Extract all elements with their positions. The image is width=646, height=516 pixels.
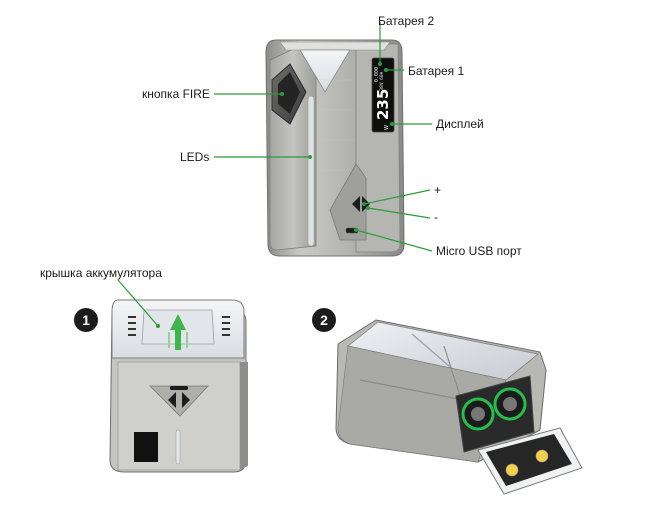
leader-dots [156,62,394,328]
bottom-triangle-panel [329,163,367,241]
display-sub-line-1: 0.000 [374,67,380,82]
plus-button[interactable] [352,196,360,212]
vent-slots-right [222,316,230,336]
cover-led-strip [175,429,181,465]
display-main-value: 235 [374,89,392,120]
display-sub-line-2: 0.38V 60A [379,71,385,96]
label-leds: LEDs [180,150,210,164]
label-display: Дисплей [436,117,484,131]
cover-contact-1 [505,463,519,477]
label-fire-button: кнопка FIRE [142,87,210,101]
slide-up-arrow-icon [168,314,188,350]
leader-lines [117,22,433,327]
leader-cover [117,279,159,327]
cover-usb-slot [170,386,188,390]
label-battery2: Батарея 2 [378,14,435,28]
fire-button[interactable] [271,63,307,125]
leader-minus [367,207,431,219]
open-device-top-groove [411,333,457,373]
display-unit: W [384,125,390,130]
step-badge-1: 1 [74,308,98,332]
cover-side-panel-dark [134,432,158,462]
led-strip [307,95,315,247]
label-battery-cover: крышка аккумулятора [40,266,162,280]
device-cover-view [109,299,248,473]
step-badge-2: 2 [312,308,336,332]
device-front-view: 235 W 0.000 0.38V 60A [265,39,405,257]
leader-usb [355,229,433,252]
label-minus: - [434,210,438,224]
device-open-view [335,319,583,495]
leader-plus [363,189,431,205]
label-plus: + [434,183,442,197]
cover-contact-2 [535,449,549,463]
display-screen: 235 W 0.000 0.38V 60A [371,57,395,133]
battery-contact-right [503,397,517,411]
label-battery1: Батарея 1 [408,64,465,78]
open-device-side-line [359,379,475,403]
cover-right-button[interactable] [182,392,190,408]
brushed-texture [318,79,354,171]
open-device-side-line-2 [443,345,463,403]
cover-right-side [240,362,248,470]
vent-slots-left [128,316,136,336]
device-top-bevel [279,41,391,51]
top-triangle-panel [299,49,351,93]
cover-left-button[interactable] [168,392,176,408]
label-micro-usb: Micro USB порт [436,244,522,258]
battery-contact-left [471,407,485,421]
